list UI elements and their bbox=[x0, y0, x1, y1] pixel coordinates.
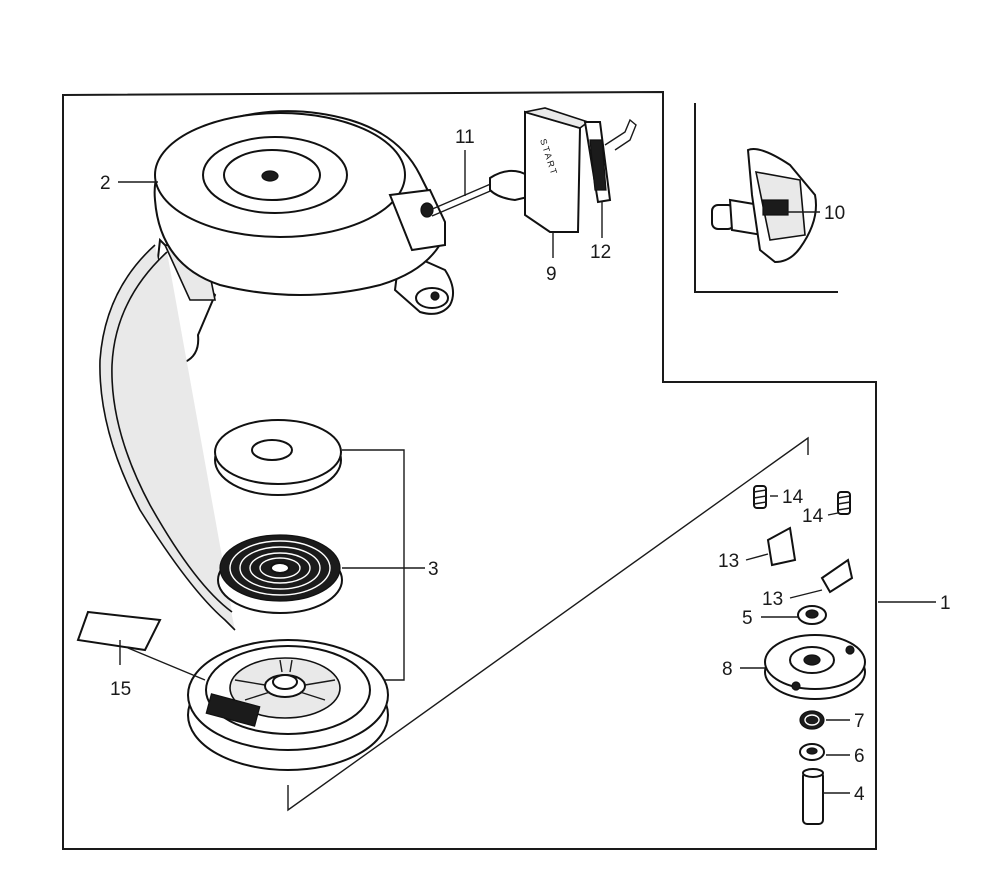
ratchet-spring-right bbox=[837, 491, 851, 515]
label-12: 12 bbox=[590, 242, 611, 263]
spring-plate bbox=[214, 419, 342, 496]
ratchet-left bbox=[766, 526, 797, 567]
starter-reel bbox=[187, 639, 389, 771]
friction-spring bbox=[799, 710, 825, 730]
label-1: 1 bbox=[940, 593, 951, 614]
label-6: 6 bbox=[854, 746, 865, 767]
label-13-left: 13 bbox=[718, 551, 739, 572]
label-7: 7 bbox=[854, 711, 865, 732]
label-2: 2 bbox=[100, 173, 111, 194]
leader-lines bbox=[118, 150, 936, 794]
label-11: 11 bbox=[455, 127, 475, 148]
ratchet-right bbox=[820, 558, 854, 594]
starter-grip: START bbox=[489, 107, 590, 233]
ratchet-spring-left bbox=[753, 485, 767, 509]
washer-6 bbox=[799, 743, 825, 761]
friction-plate bbox=[764, 634, 866, 700]
label-9: 9 bbox=[546, 264, 557, 285]
label-5: 5 bbox=[742, 608, 753, 629]
grip-insert bbox=[583, 118, 637, 204]
label-14-left: 14 bbox=[782, 487, 804, 508]
alternate-grip bbox=[711, 148, 817, 264]
label-3: 3 bbox=[428, 559, 439, 580]
label-4: 4 bbox=[854, 784, 865, 805]
label-10: 10 bbox=[824, 203, 845, 224]
label-15: 15 bbox=[110, 679, 131, 700]
starter-housing bbox=[141, 110, 455, 364]
label-8: 8 bbox=[722, 659, 733, 680]
main-assembly-border bbox=[62, 90, 877, 850]
label-13-right: 13 bbox=[762, 589, 783, 610]
label-14-right: 14 bbox=[802, 506, 824, 527]
inset-box-border bbox=[694, 103, 838, 293]
reel-shaft bbox=[802, 768, 824, 825]
washer-5 bbox=[797, 605, 827, 625]
starter-rope bbox=[99, 244, 236, 631]
label-decal bbox=[76, 610, 162, 652]
recoil-spring bbox=[217, 534, 343, 614]
subassembly-diagonal bbox=[287, 436, 809, 812]
part3-bracket bbox=[342, 449, 405, 681]
